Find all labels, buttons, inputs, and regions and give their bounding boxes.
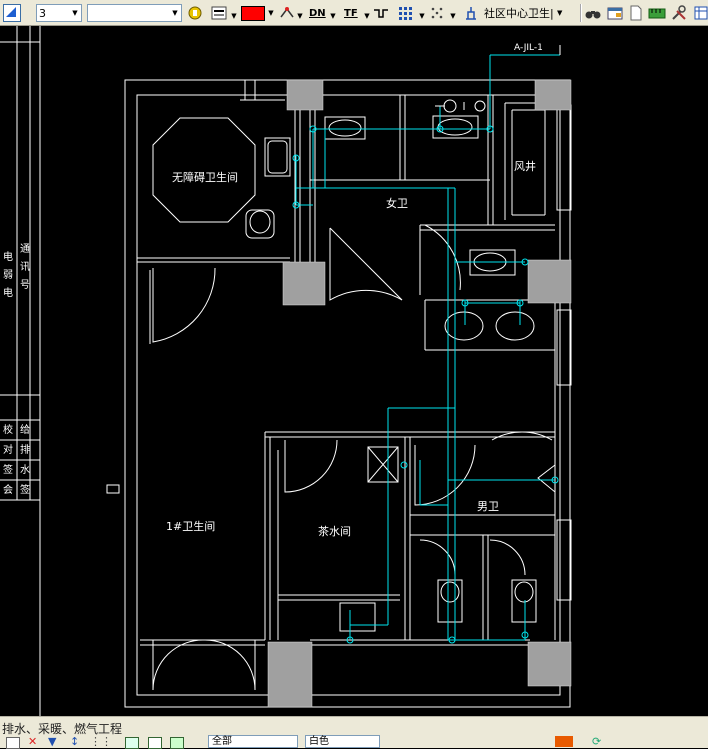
fixture-icon[interactable] xyxy=(462,4,480,22)
title-block-text: 会 xyxy=(3,483,13,496)
title-block-text: 给 xyxy=(20,423,30,436)
layer-icon xyxy=(3,4,21,22)
linetype-combo[interactable]: ▼ xyxy=(87,3,182,23)
layer-value: 3 xyxy=(39,6,46,20)
dots-icon[interactable] xyxy=(428,4,446,22)
title-block-text: 弱 xyxy=(3,269,13,281)
title-block-text: 讯 xyxy=(20,261,30,273)
view2-icon[interactable] xyxy=(148,737,162,749)
chevron-down-icon: ▼ xyxy=(268,9,274,17)
chevron-down-icon[interactable]: ▼ xyxy=(364,12,370,20)
room-label-public-wc: 1#卫生间 xyxy=(166,519,215,533)
title-block-text: 排 xyxy=(20,443,30,456)
chevron-down-icon: ▼ xyxy=(557,9,563,17)
check-icon[interactable] xyxy=(170,737,184,749)
title-block-text: 号 xyxy=(20,279,30,291)
room-label-accessible-wc: 无障碍卫生间 xyxy=(172,170,238,184)
title-block-text: 签 xyxy=(20,483,30,496)
bottom-toolbar: ✕ ▼ ↕ ⋮⋮ 全部 白色 ⟳ xyxy=(0,735,708,749)
wall-marker xyxy=(106,484,120,494)
view-icon[interactable] xyxy=(125,737,139,749)
color-filter-value: 白色 xyxy=(309,736,329,747)
title-block-text: 对 xyxy=(3,443,13,456)
drawing-canvas[interactable]: 电 弱 电 通 讯 号 给 排 水 校 对 签 会 签 xyxy=(0,26,708,716)
water-pipes xyxy=(295,54,560,641)
layer-state-icon[interactable] xyxy=(6,737,20,749)
pipe-tool-icon[interactable] xyxy=(278,4,296,22)
dn-label: DN xyxy=(309,7,326,19)
left-title-block xyxy=(0,26,41,716)
color-filter-combo[interactable]: 白色 xyxy=(305,735,380,748)
project-combo[interactable]: 社区中心卫生| ▼ xyxy=(484,3,566,23)
document-icon[interactable] xyxy=(627,4,645,22)
properties-icon[interactable] xyxy=(606,4,624,22)
pipe-fittings xyxy=(292,125,559,644)
find-icon[interactable] xyxy=(584,4,602,22)
tf-label: TF xyxy=(344,7,358,19)
chevron-down-icon[interactable]: ▼ xyxy=(330,12,336,20)
grid-icon[interactable] xyxy=(396,4,414,22)
title-block-text: 电 xyxy=(3,250,13,263)
title-block-text: 校 xyxy=(3,423,13,436)
chevron-down-icon[interactable]: ▼ xyxy=(231,12,237,20)
toolbar-separator xyxy=(580,4,582,22)
refresh-icon[interactable]: ⟳ xyxy=(592,735,602,748)
layer-control[interactable] xyxy=(3,3,21,23)
riser-label: A-JIL-1 xyxy=(514,43,543,53)
room-label-male-wc: 男卫 xyxy=(477,500,499,513)
dn-button[interactable]: DN xyxy=(309,3,326,23)
table-icon[interactable] xyxy=(692,4,708,22)
pipe-bend-icon[interactable] xyxy=(372,4,390,22)
close-icon[interactable]: ✕ xyxy=(28,735,38,748)
filter-combo[interactable]: 全部 xyxy=(208,735,298,748)
room-label-shaft: 风井 xyxy=(514,159,536,173)
chevron-down-icon[interactable]: ▼ xyxy=(297,12,303,20)
filter-icon[interactable]: ▼ xyxy=(48,735,57,748)
orange-swatch-icon[interactable] xyxy=(555,736,573,747)
filter-value: 全部 xyxy=(212,736,232,747)
riser-symbols xyxy=(435,45,561,113)
tf-button[interactable]: TF xyxy=(344,3,358,23)
project-name: 社区中心卫生| xyxy=(484,7,554,20)
chevron-down-icon: ▼ xyxy=(72,9,78,17)
status-text: 排水、采暖、燃气工程 xyxy=(2,722,123,736)
title-block-text: 签 xyxy=(3,463,13,476)
title-block-text: 电 xyxy=(3,286,13,299)
sort-icon[interactable]: ↕ xyxy=(70,735,80,748)
chevron-down-icon[interactable]: ▼ xyxy=(450,12,456,20)
fixtures xyxy=(152,115,556,632)
ruler-icon[interactable] xyxy=(648,4,666,22)
status-bar: 排水、采暖、燃气工程 ✕ ▼ ↕ ⋮⋮ 全部 白色 ⟳ xyxy=(0,716,708,749)
walls xyxy=(124,79,572,708)
match-properties-icon[interactable] xyxy=(186,4,204,22)
structural-columns xyxy=(267,79,572,708)
lineweight-icon[interactable] xyxy=(210,4,228,22)
room-label-female-wc: 女卫 xyxy=(386,196,408,210)
grid-view-icon[interactable]: ⋮⋮ xyxy=(90,735,112,748)
title-block-text: 通 xyxy=(20,243,30,255)
title-block-text: 水 xyxy=(20,464,30,476)
tools-icon[interactable] xyxy=(670,4,688,22)
floor-plan: 电 弱 电 通 讯 号 给 排 水 校 对 签 会 签 xyxy=(0,26,572,716)
room-label-janitor: 茶水间 xyxy=(318,525,351,538)
doors xyxy=(149,224,553,691)
color-combo[interactable]: ▼ xyxy=(241,3,277,23)
chevron-down-icon[interactable]: ▼ xyxy=(419,12,425,20)
cad-toolbar: 3 ▼ ▼ ▼ ▼ ▼ DN ▼ TF ▼ ▼ ▼ xyxy=(0,0,708,26)
chevron-down-icon: ▼ xyxy=(172,9,178,17)
color-swatch xyxy=(241,5,265,21)
layer-combo[interactable]: 3 ▼ xyxy=(36,3,82,23)
